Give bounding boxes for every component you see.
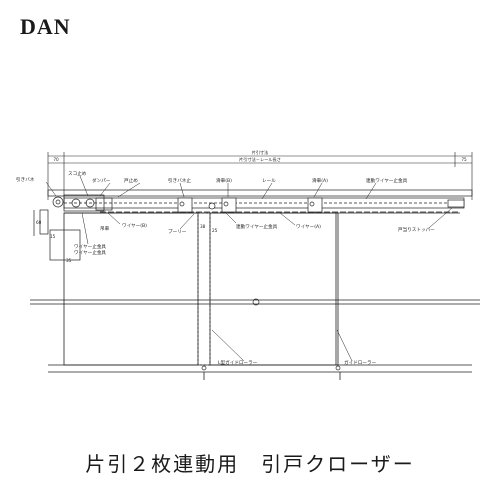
floor-lines — [30, 299, 480, 380]
label-wire-b: ワイヤー(B) — [122, 223, 147, 229]
leader-lines — [45, 175, 453, 362]
label-door-stop: 戸止め — [124, 177, 138, 184]
dim-right: 75 — [461, 157, 467, 162]
label-wire-a: ワイヤー(A) — [296, 224, 321, 230]
label-wire-anchor: ワイヤー止金具 — [74, 243, 106, 250]
dim-side-c: 35 — [66, 258, 72, 263]
label-link-wire: 連動ワイヤー止金具 — [236, 223, 278, 230]
dim-overall: 片引寸法 — [252, 149, 269, 156]
label-guide-left: L型ガイドローラー — [218, 359, 258, 366]
label-wire-fix-right: 連動ワイヤー止金具 — [366, 177, 408, 184]
dim-rail: 片引寸法－レール長さ — [239, 156, 281, 163]
door-panels — [63, 212, 339, 366]
label-damper: ダンパー — [92, 177, 111, 184]
label-counter: 引きバネ止 — [168, 177, 191, 184]
label-stopper-end: 戸当りストッパー — [398, 226, 435, 233]
label-guide-right: ガイドローラー — [344, 359, 377, 366]
hangers — [177, 197, 465, 213]
dim-side-a: 60 — [36, 220, 42, 225]
caption-title: 片引２枚連動用 引戸クローザー — [85, 452, 415, 476]
rail-assembly — [47, 189, 473, 214]
label-pulley-a: 滑車(A) — [312, 177, 328, 184]
label-hanger: 吊車 — [100, 225, 110, 232]
left-mechanism — [33, 194, 113, 236]
label-spring: 引きバネ — [16, 176, 35, 183]
label-wire-fix: ワイヤー止金具 — [74, 249, 106, 256]
dim-side-b: 15 — [50, 234, 56, 239]
dim-mid-b: 25 — [212, 228, 218, 233]
label-pulley-b: 滑車(B) — [216, 177, 232, 184]
label-pulley: プーリー — [168, 229, 187, 235]
label-rail: レール — [262, 179, 276, 184]
dim-mid-a: 38 — [200, 224, 206, 229]
dimension-lines — [47, 152, 473, 200]
label-stopper: スコ止め — [68, 170, 87, 177]
floor-guides — [49, 229, 341, 371]
brand-logo: DAN — [20, 14, 71, 39]
dim-left: 70 — [53, 157, 59, 162]
